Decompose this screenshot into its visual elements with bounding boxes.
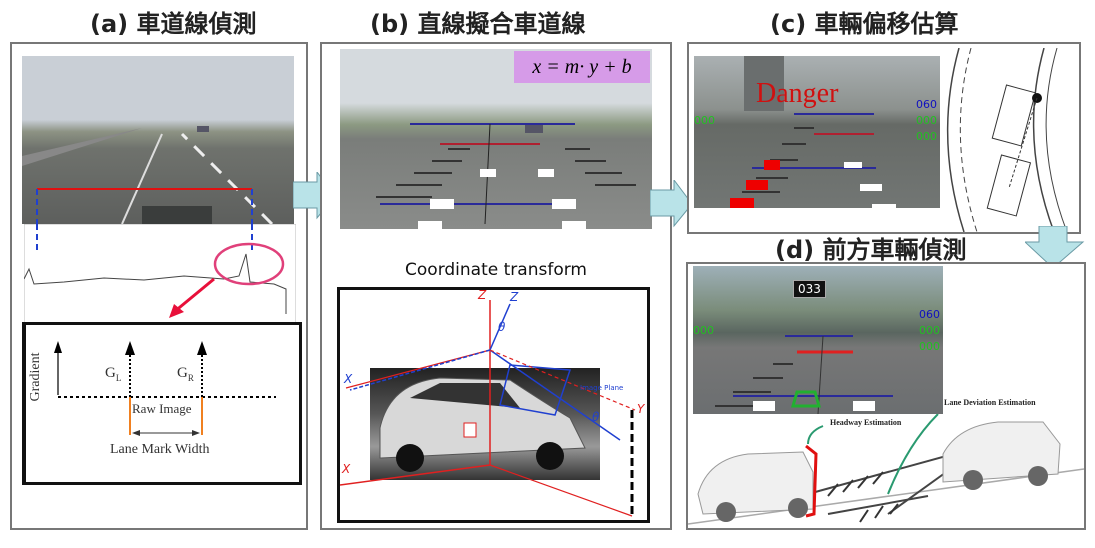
image-plane-label: Image Plane (580, 384, 624, 392)
svg-text:000: 000 (916, 114, 937, 127)
panel-c: 000 060 000 000 Danger (687, 42, 1081, 234)
headway-label: Headway Estimation (830, 418, 902, 427)
gr-sub: R (187, 373, 194, 383)
panel-b-title: (b) 直線擬合車道線 (370, 10, 586, 38)
coordinate-transform-diagram: Z Z X X Y θ θ Image Plane (337, 287, 650, 523)
panel-d: 000 060 000 000 033 Lane Deviation Estim… (686, 262, 1086, 530)
coordinate-transform-title: Coordinate transform (405, 260, 587, 280)
theta-label: θ (498, 320, 506, 334)
lane-lines (22, 126, 274, 224)
gl-label: G (105, 365, 116, 381)
arrow-down-icon (1025, 226, 1085, 269)
svg-text:000: 000 (916, 130, 937, 143)
panel-d-title: (d) 前方車輛偵測 (775, 236, 967, 264)
offset-schematic (946, 48, 1068, 232)
vehicle-detection-photo: 000 060 000 000 033 (693, 266, 943, 414)
gradient-profile (24, 224, 296, 324)
lane-deviation-label: Lane Deviation Estimation (944, 398, 1036, 407)
y-axis-label: Y (637, 402, 645, 416)
gradient-label: Gradient (28, 352, 43, 402)
svg-text:000: 000 (919, 340, 940, 353)
road-photo (22, 56, 294, 224)
gr-label: G (177, 365, 188, 381)
danger-warning: Danger (756, 78, 839, 109)
panel-a-title: (a) 車道線偵測 (90, 10, 257, 38)
x-axis-label: X (342, 462, 351, 476)
x-prime-axis-label: X (344, 372, 353, 386)
panel-c-title: (c) 車輛偏移估算 (770, 10, 959, 38)
arrow-right-icon (650, 180, 693, 228)
car-photo (370, 368, 600, 480)
theta-label-2: θ (592, 410, 600, 424)
svg-text:000: 000 (919, 324, 940, 337)
z-axis-label: Z (478, 288, 487, 302)
svg-text:060: 060 (919, 308, 940, 321)
line-fit-formula: x = m· y + b (514, 51, 650, 83)
panel-b: x = m· y + b Coordinate transform (320, 42, 672, 530)
svg-text:060: 060 (916, 98, 937, 111)
panel-a: Gradient GL GR Raw Image Lane Mark Width (10, 42, 308, 530)
headway-illustration (688, 414, 1084, 525)
speed-display: 033 (793, 280, 826, 298)
raw-image-label: Raw Image (132, 401, 192, 416)
offset-photo: 000 060 000 000 Danger (694, 56, 940, 208)
z-prime-axis-label: Z (510, 290, 519, 304)
svg-text:000: 000 (694, 114, 715, 127)
lane-mark-width-label: Lane Mark Width (110, 442, 210, 457)
svg-text:000: 000 (693, 324, 714, 337)
gradient-diagram: Gradient GL GR Raw Image Lane Mark Width (22, 322, 302, 485)
gl-sub: L (115, 373, 122, 383)
